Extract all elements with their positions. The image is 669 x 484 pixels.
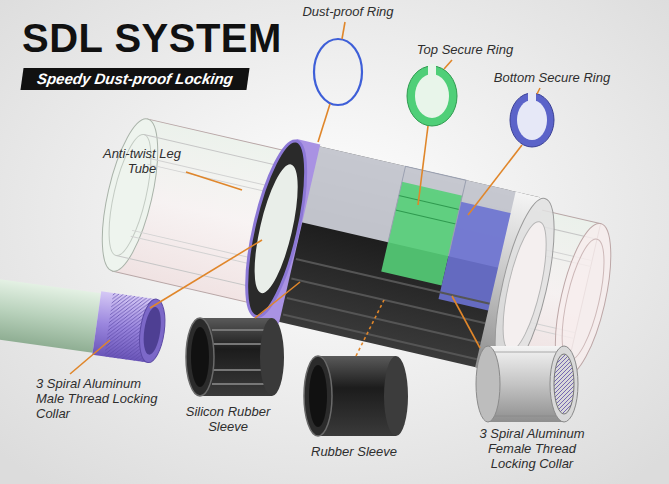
ring-ridge <box>395 210 455 224</box>
diagram-title: SDL SYSTEM <box>22 16 282 60</box>
leader-line <box>537 88 540 94</box>
tube-end-inner <box>554 236 613 364</box>
leader-line <box>342 22 345 39</box>
silicon-rubber-sleeve-part <box>186 318 284 396</box>
sleeve-rib <box>283 314 477 359</box>
leader-line <box>452 296 480 348</box>
collar-bore <box>246 161 307 297</box>
leader-line <box>418 126 428 205</box>
bottom-secure-ring <box>510 92 554 147</box>
sleeve-rib <box>291 278 485 323</box>
leader-line <box>318 104 330 142</box>
male-collar-part <box>0 276 169 364</box>
sleeve-bore <box>309 365 327 427</box>
leader-line <box>255 282 300 318</box>
cutaway-edge <box>388 166 466 256</box>
knurl-line <box>492 416 560 417</box>
leader-line <box>356 300 384 356</box>
blue-ring-bore <box>517 100 547 140</box>
sleeve-rib <box>212 329 270 331</box>
green-ring-bore <box>415 74 449 118</box>
sleeve-rib <box>287 298 481 343</box>
collar-left-face <box>234 136 317 321</box>
ring-gap <box>528 92 536 102</box>
leader-line <box>444 60 452 69</box>
sleeve-right-face <box>384 356 408 436</box>
sleeve-bore <box>191 327 209 387</box>
part-label: Silicon Rubber Sleeve <box>180 404 276 434</box>
collar-end-bore <box>141 306 164 356</box>
blue-ring <box>510 93 554 147</box>
collar-right-face <box>550 346 578 422</box>
ring-gap <box>428 64 436 76</box>
sleeve-left-face <box>304 356 332 436</box>
rubber-sleeve-part <box>304 356 408 436</box>
part-label: Dust-proof Ring <box>290 4 406 19</box>
part-label: 3 Spiral Aluminum Male Thread Locking Co… <box>36 376 164 421</box>
knurl-line <box>492 352 560 353</box>
ring-ridge <box>399 195 459 209</box>
leader-line <box>186 172 242 190</box>
collar-left-face <box>476 346 500 422</box>
inner-leg-tube <box>0 278 101 353</box>
leader-line <box>150 240 262 308</box>
collar-right-bore <box>494 218 555 354</box>
part-label: Anti-twist Leg Tube <box>98 146 186 176</box>
subtitle-banner: Speedy Dust-proof Locking <box>20 68 249 90</box>
part-label: Top Secure Ring <box>412 42 518 57</box>
dust-proof-ring <box>314 39 362 105</box>
leader-line <box>70 340 110 374</box>
part-label: Rubber Sleeve <box>296 444 412 459</box>
female-collar-part <box>476 346 578 422</box>
part-label: Bottom Secure Ring <box>484 70 620 85</box>
leader-line <box>468 145 522 215</box>
tube-opening <box>91 114 169 276</box>
part-label: 3 Spiral Aluminum Female Thread Locking … <box>466 426 598 471</box>
top-secure-ring <box>407 64 457 126</box>
sleeve-rib <box>296 259 490 304</box>
female-thread <box>554 354 574 414</box>
sleeve-right-face <box>260 318 284 396</box>
sleeve-rib <box>212 383 270 385</box>
sleeve-left-face <box>186 318 214 396</box>
